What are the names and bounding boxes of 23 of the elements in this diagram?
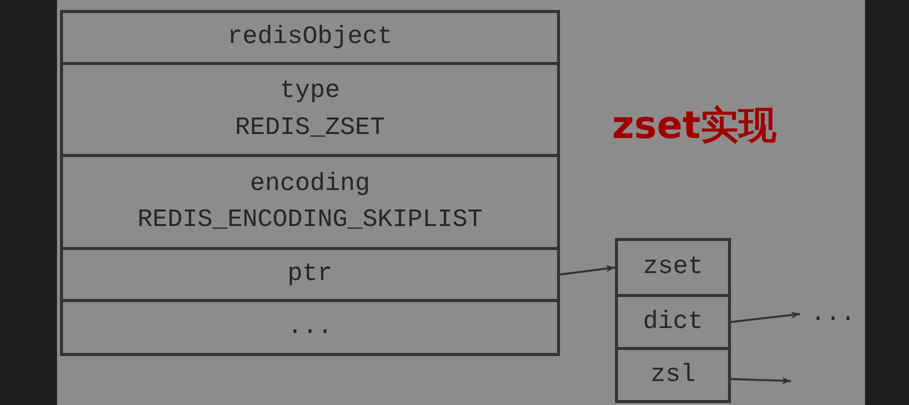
field-text: REDIS_ZSET xyxy=(234,112,386,144)
field-text: dict xyxy=(642,306,703,338)
field-text: zsl xyxy=(650,358,696,391)
arrow xyxy=(560,265,616,276)
field-text: zset xyxy=(642,251,703,284)
field-text: ptr xyxy=(287,258,332,290)
arrow xyxy=(730,377,792,384)
zset-field-cell xyxy=(615,238,731,297)
arrow xyxy=(730,311,800,323)
struct-field-cell xyxy=(60,10,560,65)
zset-field-cell xyxy=(615,347,731,403)
struct-field-cell xyxy=(60,154,560,250)
ellipsis-text: ... xyxy=(810,298,856,330)
field-text: redisObject xyxy=(227,21,393,54)
struct-field-cell xyxy=(60,247,560,302)
struct-field-cell xyxy=(60,299,560,356)
zset-field-cell xyxy=(615,294,731,350)
field-text: type xyxy=(280,75,340,108)
field-text: ... xyxy=(287,311,332,344)
annotation-text: zset实现 xyxy=(612,102,777,149)
struct-field-cell xyxy=(60,62,560,157)
field-text: REDIS_ENCODING_SKIPLIST xyxy=(137,204,483,236)
field-text: encoding xyxy=(250,168,370,200)
